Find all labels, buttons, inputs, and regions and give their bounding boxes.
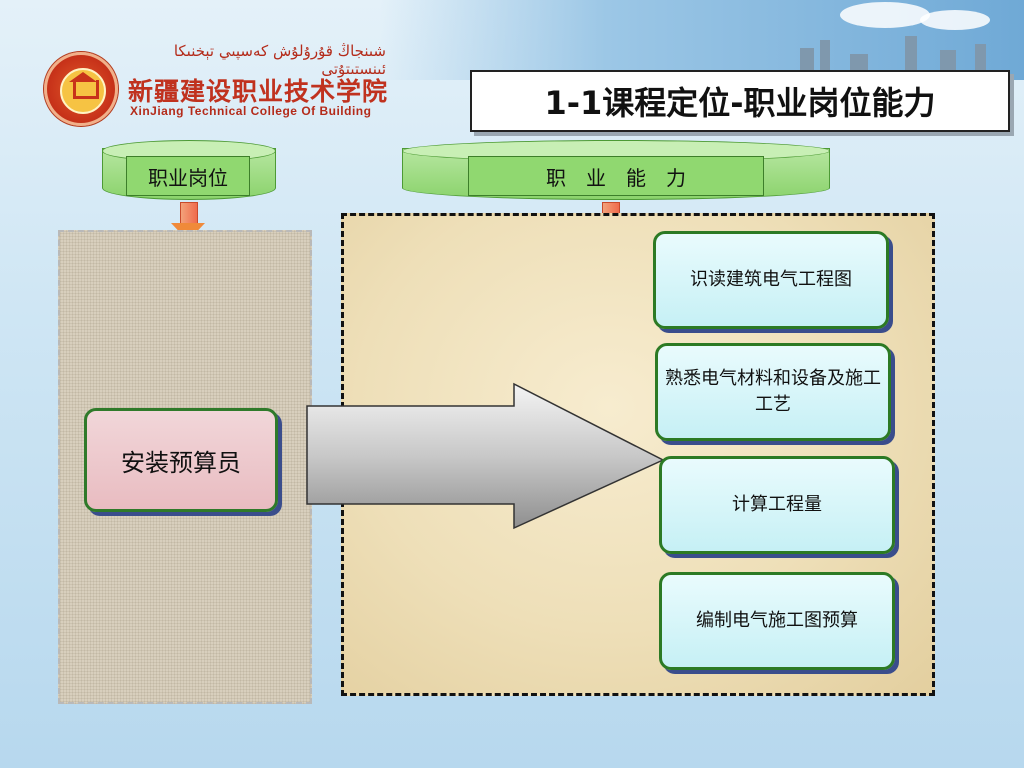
skyline-building [975, 44, 986, 80]
school-logo [44, 52, 118, 126]
ability-header-cylinder: 职 业 能 力 [402, 140, 830, 200]
arrow-shape [306, 382, 665, 530]
position-header-cylinder: 职业岗位 [102, 140, 276, 200]
position-header-label: 职业岗位 [126, 156, 250, 196]
role-box: 安装预算员 [84, 408, 278, 512]
cloud [840, 2, 930, 28]
skyline-building [820, 40, 830, 80]
house-roof-icon [69, 72, 97, 82]
slide-title: 1-1课程定位-职业岗位能力 [470, 70, 1010, 132]
school-name-cn: 新疆建设职业技术学院 [128, 77, 389, 106]
school-name-en: XinJiang Technical College Of Building [130, 104, 372, 118]
ability-header-label: 职 业 能 力 [468, 156, 764, 196]
right-arrow-icon [306, 382, 665, 530]
skyline-building [905, 36, 917, 80]
ability-box: 计算工程量 [659, 456, 895, 554]
ability-box: 编制电气施工图预算 [659, 572, 895, 670]
logo-emblem [60, 68, 106, 114]
ability-box: 熟悉电气材料和设备及施工工艺 [655, 343, 891, 441]
ability-box: 识读建筑电气工程图 [653, 231, 889, 329]
cloud [920, 10, 990, 30]
city-skyline-banner [380, 0, 1024, 80]
school-name-uyghur: شىنجاڭ قۇرۇلۇش كەسپىي تېخنىكا ئىنستىتۇتى [173, 42, 386, 78]
house-icon [73, 80, 99, 99]
